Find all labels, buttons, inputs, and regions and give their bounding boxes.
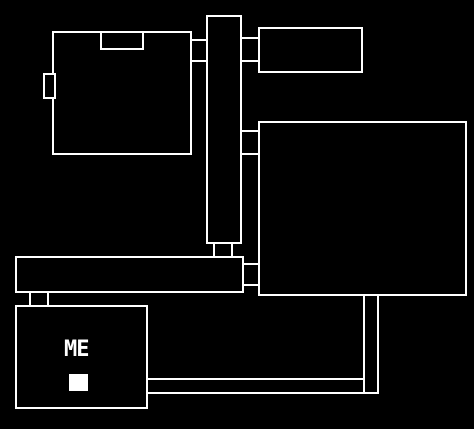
room-wide-middle	[15, 256, 244, 293]
room-top-left	[52, 31, 192, 155]
corridor-horizontal-bottom	[146, 378, 365, 394]
connector-topleft-room-to-hall	[190, 39, 208, 62]
room-top-left-door	[43, 73, 56, 99]
corridor-vertical-right	[363, 294, 379, 394]
room-top-left-alcove	[100, 31, 144, 50]
connector-hall-to-large-room	[240, 130, 260, 155]
player-marker	[69, 374, 88, 391]
connector-hall-to-top-right-room	[240, 37, 260, 62]
room-top-right	[258, 27, 363, 73]
room-large-right	[258, 121, 467, 296]
player-label: ME	[64, 337, 89, 362]
connector-hall-to-wide-room	[213, 242, 233, 258]
connector-wide-room-to-large-room	[242, 263, 260, 286]
connector-wide-room-to-player-room	[29, 291, 49, 307]
room-central-hall	[206, 15, 242, 244]
